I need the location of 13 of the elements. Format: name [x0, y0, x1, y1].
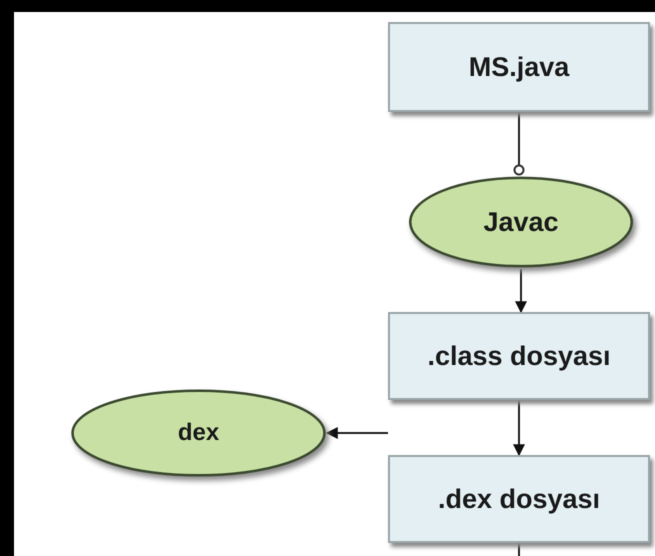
node-label: .class dosyası [427, 340, 611, 372]
process-box [388, 22, 650, 112]
node-label: .dex dosyası [438, 484, 600, 514]
arrow [326, 427, 388, 439]
node-label: Javac [483, 206, 559, 238]
process-ellipse [408, 175, 634, 269]
arrow [513, 400, 525, 456]
process-box [388, 455, 650, 543]
arrow [515, 269, 527, 314]
process-ellipse [70, 388, 327, 478]
node-label: dex [178, 419, 220, 447]
process-box [388, 312, 650, 400]
node-label: MS.java [468, 52, 570, 82]
